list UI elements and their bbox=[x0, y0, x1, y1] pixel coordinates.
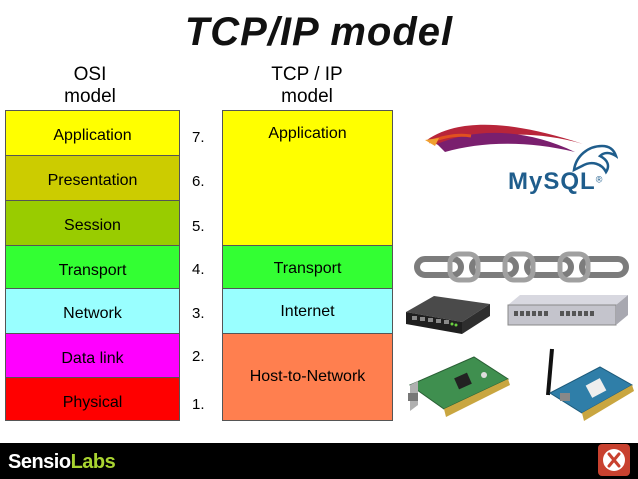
rack-switch-icon bbox=[506, 293, 630, 327]
tcpip-layer-transport: Transport bbox=[222, 245, 393, 289]
apache-feather-icon bbox=[425, 118, 585, 168]
osi-layer-transport: Transport bbox=[5, 245, 180, 289]
osi-layer-physical: Physical bbox=[5, 377, 180, 421]
tcpip-layer-label: Internet bbox=[280, 303, 335, 320]
osi-layer-label: Application bbox=[53, 127, 132, 144]
osi-layer-session: Session bbox=[5, 200, 180, 246]
layer-number-5: 5. bbox=[192, 218, 205, 235]
osi-layer-data-link: Data link bbox=[5, 333, 180, 378]
osi-layer-label: Presentation bbox=[47, 172, 138, 189]
mysql-dolphin-icon bbox=[570, 140, 618, 176]
tcpip-layer-label: Host-to-Network bbox=[249, 368, 366, 385]
layer-number-6: 6. bbox=[192, 173, 205, 190]
symfony-icon bbox=[598, 444, 630, 476]
layer-number-7: 7. bbox=[192, 129, 205, 146]
tcpip-layer-host-to-network: Host-to-Network bbox=[222, 333, 393, 421]
brand-labs: Labs bbox=[70, 451, 116, 473]
osi-heading: OSI model bbox=[40, 64, 140, 108]
osi-layer-application: Application bbox=[5, 110, 180, 156]
osi-layer-label: Network bbox=[63, 305, 122, 322]
osi-heading-line1: OSI bbox=[73, 64, 107, 85]
osi-layer-label: Physical bbox=[62, 394, 123, 411]
layer-number-2: 2. bbox=[192, 348, 205, 365]
tcpip-layer-label: Application bbox=[268, 125, 347, 142]
footer-bar bbox=[0, 443, 638, 479]
osi-layer-presentation: Presentation bbox=[5, 155, 180, 201]
osi-layer-label: Transport bbox=[58, 262, 127, 279]
osi-heading-line2: model bbox=[64, 86, 116, 107]
brand-sensio: Sensio bbox=[8, 451, 71, 473]
mysql-logo: MySQL® bbox=[508, 168, 602, 196]
osi-layer-label: Data link bbox=[61, 350, 124, 367]
tcpip-layer-application: Application bbox=[222, 110, 393, 246]
brand-logo: SensioLabs bbox=[8, 451, 116, 474]
osi-layer-network: Network bbox=[5, 288, 180, 334]
layer-number-1: 1. bbox=[192, 396, 205, 413]
mysql-logo-text: MySQL bbox=[508, 168, 596, 195]
chain-icon bbox=[414, 250, 632, 284]
layer-number-4: 4. bbox=[192, 261, 205, 278]
wireless-card-icon bbox=[530, 345, 634, 425]
network-switch-icon bbox=[404, 292, 492, 336]
page-title: TCP/IP model bbox=[184, 10, 454, 54]
network-card-icon bbox=[404, 345, 514, 425]
mysql-logo-tm: ® bbox=[595, 174, 603, 185]
tcpip-heading-line2: model bbox=[281, 86, 333, 107]
tcpip-layer-internet: Internet bbox=[222, 288, 393, 334]
tcpip-layer-label: Transport bbox=[273, 260, 342, 277]
tcpip-heading: TCP / IP model bbox=[257, 64, 357, 108]
layer-number-3: 3. bbox=[192, 305, 205, 322]
tcpip-heading-line1: TCP / IP bbox=[271, 64, 343, 85]
osi-layer-label: Session bbox=[64, 217, 121, 234]
